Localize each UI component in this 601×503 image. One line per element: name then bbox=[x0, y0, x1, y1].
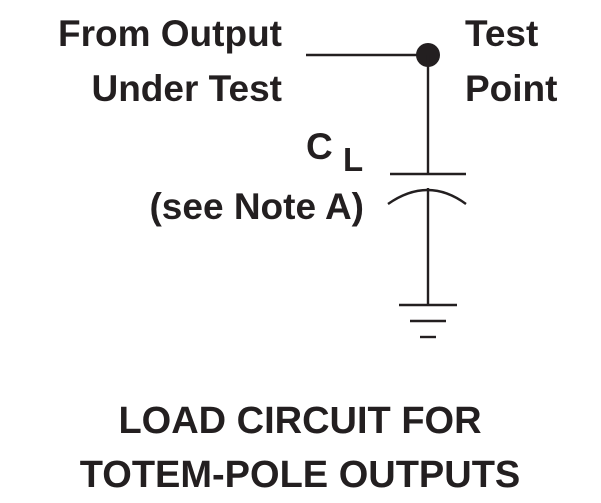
ground-icon bbox=[399, 303, 457, 339]
test-point-label-line2: Point bbox=[465, 68, 557, 109]
test-point-label-line1: Test bbox=[465, 13, 538, 54]
capacitor-note: (see Note A) bbox=[149, 186, 364, 227]
source-label-line2: Under Test bbox=[91, 68, 282, 109]
capacitor-label: C L bbox=[306, 126, 363, 178]
caption-line1: LOAD CIRCUIT FOR bbox=[118, 400, 481, 442]
capacitor-subscript: L bbox=[343, 141, 363, 178]
caption-line2: TOTEM-POLE OUTPUTS bbox=[80, 454, 521, 496]
source-label-line1: From Output bbox=[58, 13, 282, 54]
capacitor-symbol: C bbox=[306, 126, 333, 167]
